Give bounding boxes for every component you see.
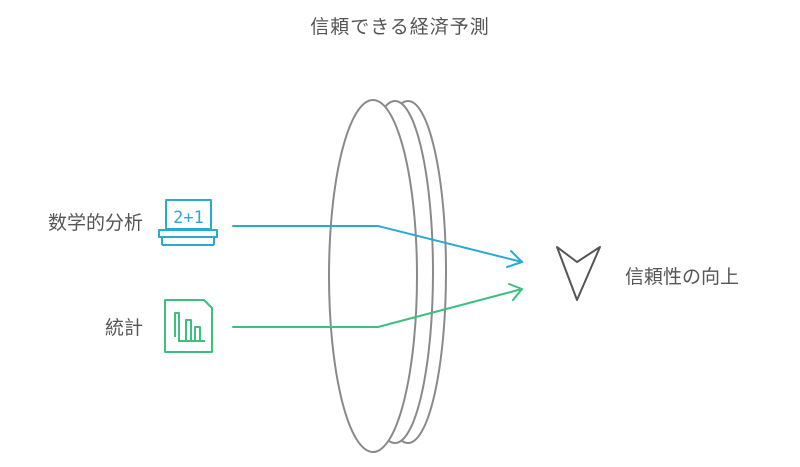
calculator-text: 2+1 — [173, 208, 204, 228]
bar-chart-document-icon — [164, 299, 213, 353]
calculator-icon: 2+1 — [158, 199, 218, 246]
output-label: 信頼性の向上 — [625, 266, 740, 288]
diagram-title: 信頼できる経済予測 — [310, 16, 490, 38]
connector-math — [232, 225, 523, 268]
input-label-math: 数学的分析 — [47, 212, 143, 234]
connector-stats — [232, 283, 523, 328]
input-label-stats: 統計 — [104, 317, 143, 339]
funnel-triangle-icon — [556, 246, 601, 301]
lens-icon — [328, 99, 447, 453]
